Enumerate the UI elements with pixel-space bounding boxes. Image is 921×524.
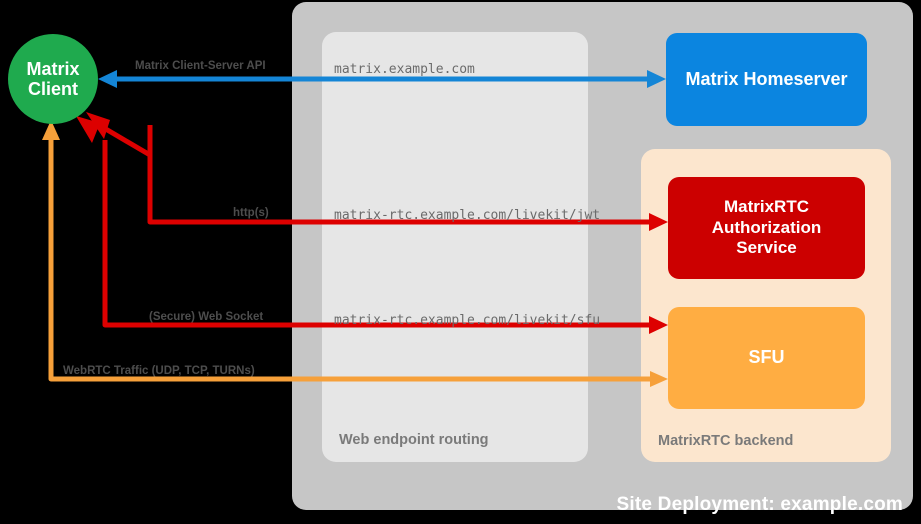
node-matrix-client[interactable]: Matrix Client	[8, 34, 98, 124]
endpoint-livekit-jwt: matrix-rtc.example.com/livekit/jwt	[334, 208, 601, 223]
matrixrtc-backend-label: MatrixRTC backend	[658, 433, 794, 449]
edge-label-webrtc-traffic: WebRTC Traffic (UDP, TCP, TURNs)	[63, 365, 255, 377]
node-matrix-homeserver[interactable]: Matrix Homeserver	[666, 33, 867, 126]
site-deployment-label: Site Deployment: example.com	[616, 494, 903, 515]
edge-client-server-api	[98, 70, 666, 88]
matrix-client-label-line2: Client	[27, 79, 78, 99]
matrix-client-label-line1: Matrix	[26, 58, 80, 79]
node-matrixrtc-authorization-service[interactable]: MatrixRTC Authorization Service	[668, 177, 865, 279]
sfu-label: SFU	[748, 347, 785, 368]
auth-label-line1: MatrixRTC	[723, 197, 809, 217]
node-sfu[interactable]: SFU	[668, 307, 865, 409]
matrix-homeserver-label: Matrix Homeserver	[685, 68, 848, 89]
endpoint-matrix-example-com: matrix.example.com	[334, 62, 475, 77]
edge-webrtc-traffic	[42, 120, 668, 387]
edge-label-secure-web-socket: (Secure) Web Socket	[149, 311, 264, 323]
edge-label-http-s: http(s)	[233, 207, 269, 219]
web-endpoint-routing-container: Web endpoint routing	[322, 32, 588, 462]
edge-label-client-server-api: Matrix Client-Server API	[135, 60, 266, 72]
web-endpoint-routing-label: Web endpoint routing	[339, 432, 489, 448]
endpoint-livekit-sfu: matrix-rtc.example.com/livekit/sfu	[334, 313, 601, 328]
auth-label-line2: Authorization	[711, 217, 822, 237]
auth-label-line3: Service	[736, 238, 797, 258]
edge-livekit-sfu	[76, 116, 668, 334]
